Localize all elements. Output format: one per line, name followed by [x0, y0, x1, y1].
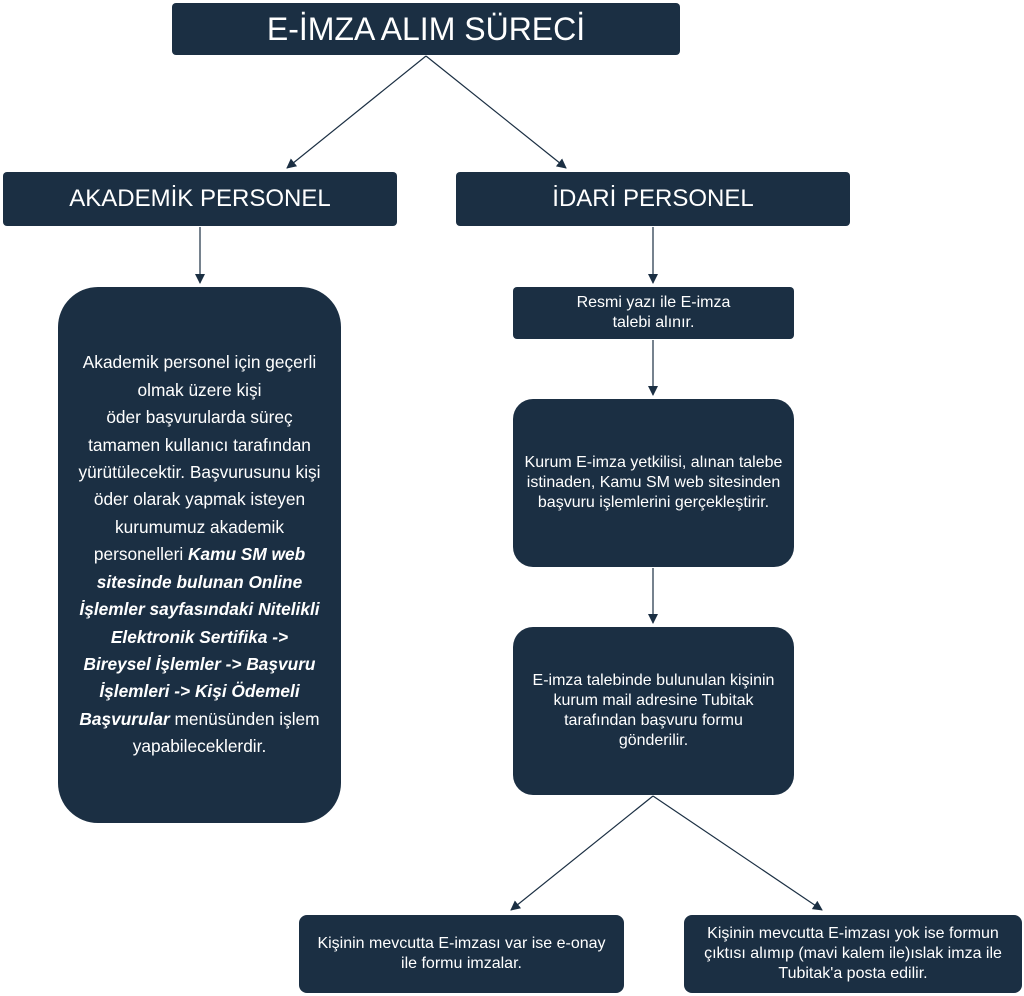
akademik-text: menüsünden işlem	[169, 708, 320, 729]
akademik-line: yürütülecektir. Başvurusunu kişi	[78, 462, 321, 483]
edge-title-to-idari	[425, 55, 567, 169]
akademik-line: yapabileceklerdir.	[132, 736, 267, 757]
step-text: Kurum E-imza yetkilisi, alınan talebe is…	[524, 454, 783, 511]
akademik-line: kurumumuz akademik	[114, 516, 285, 537]
diagram-title: E-İMZA ALIM SÜRECİ	[172, 3, 680, 55]
akademik-line: olmak üzere kişi	[137, 379, 262, 400]
idari-step-form-gonderimi: E-imza talebinde bulunulan kişinin kurum…	[513, 627, 794, 795]
kamu-sm-path-line: Bireysel İşlemler -> Başvuru	[83, 653, 316, 674]
akademik-process-box: Akademik personel için geçerli olmak üze…	[58, 287, 341, 823]
edge-step3-to-no	[652, 795, 823, 911]
akademik-personel-heading: AKADEMİK PERSONEL	[3, 172, 397, 226]
step-text: Resmi yazı ile E-imza talebi alınır.	[576, 294, 731, 331]
step-text: E-imza talebinde bulunulan kişinin kurum…	[532, 672, 775, 749]
kamu-sm-path-line: sitesinde bulunan Online	[96, 571, 303, 592]
akademik-line: öder olarak yapmak isteyen	[93, 489, 306, 510]
kamu-sm-path-text: Kamu SM web	[187, 544, 306, 565]
akademik-line: tamamen kullanıcı tarafından	[88, 434, 311, 455]
kamu-sm-path-text: Başvurular	[79, 708, 170, 729]
akademik-line: Akademik personel için geçerli	[82, 352, 317, 373]
akademik-line: Başvurular menüsünden işlem	[78, 706, 320, 733]
outcome-text: Kişinin mevcutta E-imzası var ise e-onay…	[317, 935, 606, 972]
idari-step-resmi-yazi: Resmi yazı ile E-imza talebi alınır.	[513, 287, 794, 339]
edge-title-to-akademik	[286, 55, 427, 169]
kamu-sm-path-line: İşlemler sayfasındaki Nitelikli	[79, 599, 320, 620]
akademik-line: öder başvurularda süreç	[106, 407, 293, 428]
outcome-text: Kişinin mevcutta E-imzası yok ise formun…	[704, 925, 1002, 982]
outcome-e-imza-yok: Kişinin mevcutta E-imzası yok ise formun…	[684, 915, 1022, 993]
akademik-text: personelleri	[93, 544, 188, 565]
idari-step-kurum-yetkilisi: Kurum E-imza yetkilisi, alınan talebe is…	[513, 399, 794, 567]
outcome-e-imza-var: Kişinin mevcutta E-imzası var ise e-onay…	[299, 915, 624, 993]
akademik-line: personelleri Kamu SM web	[78, 541, 320, 568]
idari-personel-heading: İDARİ PERSONEL	[456, 172, 850, 226]
edge-step3-to-yes	[510, 795, 654, 911]
kamu-sm-path-line: İşlemleri -> Kişi Ödemeli	[99, 681, 300, 702]
kamu-sm-path-line: Elektronik Sertifika ->	[110, 626, 289, 647]
